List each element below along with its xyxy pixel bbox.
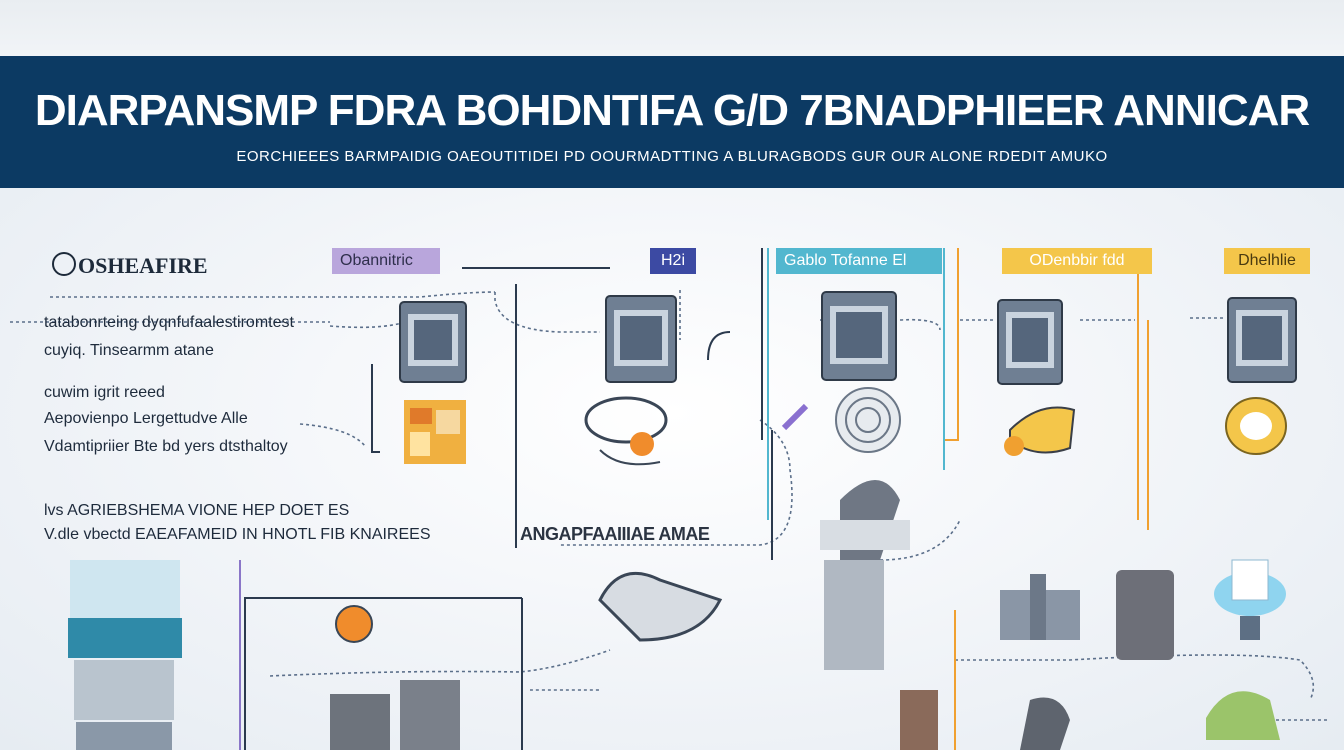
connector-line bbox=[329, 321, 406, 329]
top-strip bbox=[0, 0, 1344, 56]
cabinet-icon bbox=[1227, 297, 1297, 383]
connector-line bbox=[50, 291, 496, 298]
coil-icon bbox=[835, 387, 901, 453]
factory-icon bbox=[1000, 574, 1080, 640]
column-label: H2i bbox=[650, 248, 696, 274]
connector-line bbox=[269, 649, 611, 677]
left-text-line: cuyiq. Tinsearmm atane bbox=[44, 342, 214, 359]
left-text-line: V.dle vbectd EAEAFAMEID IN HNOTL FIB KNA… bbox=[44, 526, 431, 543]
terrain-icon bbox=[1206, 691, 1280, 740]
bracket-line bbox=[371, 364, 380, 453]
lab-equipment-icon bbox=[584, 396, 668, 466]
left-text-line: tatabonrteing dyqnfufaalestiromtest bbox=[44, 314, 294, 331]
column-label: Obannitric bbox=[332, 248, 440, 274]
left-text-line: Vdamtipriier Bte bd yers dtsthaltoy bbox=[44, 438, 288, 455]
left-text-line: Aepovienpo Lergettudve Alle bbox=[44, 410, 248, 427]
connector-line bbox=[494, 292, 600, 333]
lens-icon bbox=[1225, 397, 1287, 455]
column-label: ODenbbir fdd bbox=[1002, 248, 1152, 274]
cabinet-icon bbox=[997, 299, 1063, 385]
water-tank-icon bbox=[1214, 559, 1286, 640]
page-subtitle: EORCHIEEES BARMPAIDIG OAEOUTITIDEI PD OO… bbox=[236, 148, 1108, 165]
center-heading: ANGAPFAAIIIAE AMAE bbox=[520, 524, 710, 544]
panel-block-icon bbox=[1116, 570, 1174, 660]
teal-lines bbox=[767, 248, 945, 520]
cabinet-icon bbox=[605, 295, 677, 383]
section-title-text: OSHEAFIRE bbox=[78, 253, 208, 278]
connector-line bbox=[879, 519, 961, 561]
circle-icon bbox=[52, 252, 76, 276]
left-text-line: cuwim igrit reeed bbox=[44, 384, 165, 401]
bracket-line bbox=[244, 597, 522, 750]
cabinet-icon bbox=[399, 301, 467, 383]
bracket-line bbox=[707, 331, 731, 361]
left-text-line: lvs AGRIEBSHEMA VIONE HEP DOET ES bbox=[44, 502, 350, 519]
circuit-board-icon bbox=[404, 400, 466, 464]
device-block-icon bbox=[330, 680, 1070, 750]
column-label: Gablo Tofanne El bbox=[776, 248, 942, 274]
orange-sensor-icon bbox=[335, 605, 373, 643]
page-title: DIARPANSMP FDRA BOHDNTIFA G/D 7BNADPHIEE… bbox=[34, 86, 1310, 135]
section-title: OSHEAFIRE bbox=[52, 252, 208, 279]
coupling-icon bbox=[598, 571, 723, 642]
column-label: Dhelhlie bbox=[1224, 248, 1310, 274]
pen-tool-icon bbox=[781, 403, 809, 431]
connector-line bbox=[899, 318, 941, 331]
orange-lines bbox=[944, 248, 1149, 750]
solid-brackets bbox=[244, 248, 773, 750]
bracket-line bbox=[944, 248, 959, 441]
cabinet-icon bbox=[821, 291, 897, 381]
robot-arm-icon bbox=[820, 480, 910, 670]
yellow-component-icon bbox=[1004, 406, 1076, 456]
machine-console-icon bbox=[68, 560, 182, 750]
title-banner: DIARPANSMP FDRA BOHDNTIFA G/D 7BNADPHIEE… bbox=[0, 56, 1344, 188]
connector-line bbox=[955, 654, 1315, 701]
connector-line bbox=[299, 423, 366, 447]
